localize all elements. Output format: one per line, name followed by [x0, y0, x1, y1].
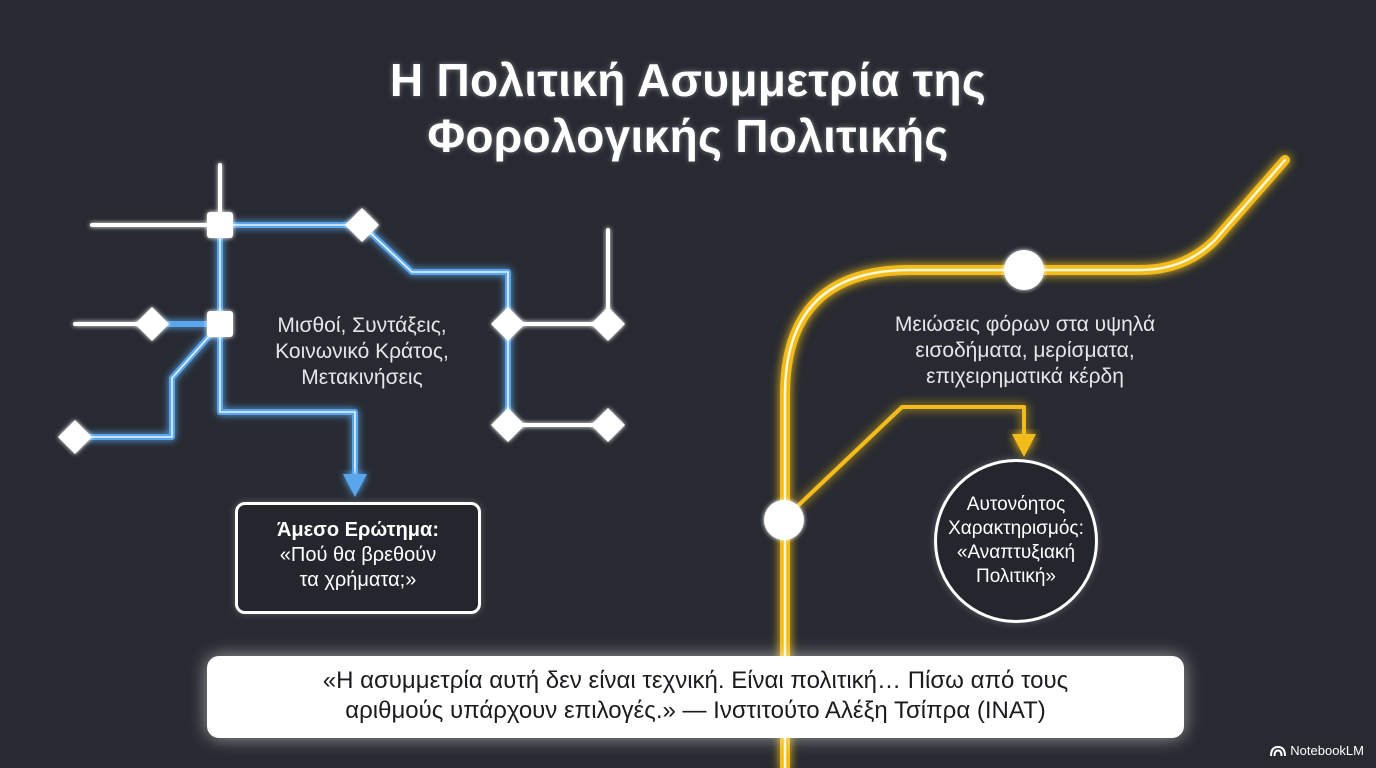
watermark: NotebookLM: [1270, 743, 1364, 758]
question-line-1: «Πού θα βρεθούν: [279, 544, 437, 566]
yellow-main-core-line: [783, 158, 1287, 768]
right-nodes: [764, 250, 1044, 540]
diamond-node-1: [345, 208, 379, 242]
blue-line-diagonal: [72, 321, 223, 440]
circle-node-top: [1004, 250, 1044, 290]
page-title: Η Πολιτική Ασυμμετρία της Φορολογικής Πο…: [188, 52, 1188, 164]
title-line-1: Η Πολιτική Ασυμμετρία της: [389, 54, 987, 106]
right-label-line: εισοδήματα, μερίσματα,: [915, 339, 1135, 362]
question-line-2: τα χρήματα;»: [299, 569, 417, 591]
left-nodes: [58, 208, 625, 454]
circle-node-left: [764, 500, 804, 540]
left-label-line: Μισθοί, Συντάξεις,: [277, 314, 447, 337]
square-node-mid: [207, 311, 233, 337]
yellow-branch-line: [783, 405, 1026, 520]
left-label: Μισθοί, Συντάξεις, Κοινωνικό Κράτος, Μετ…: [242, 313, 482, 391]
question-box: Άμεσο Ερώτημα: «Πού θα βρεθούν τα χρήματ…: [235, 502, 481, 614]
watermark-text: NotebookLM: [1290, 743, 1364, 758]
characterization-line: Πολιτική»: [975, 566, 1056, 587]
characterization-line: «Αναπτυξιακή: [956, 542, 1076, 563]
square-node-top: [207, 212, 233, 238]
left-label-line: Μετακινήσεις: [301, 366, 423, 389]
characterization-line: Χαρακτηρισμός:: [948, 518, 1084, 539]
title-line-2: Φορολογικής Πολιτικής: [427, 110, 949, 162]
right-label-line: επιχειρηματικά κέρδη: [926, 365, 1124, 388]
yellow-arrow-head: [1012, 434, 1036, 457]
yellow-main-core: [783, 158, 1287, 768]
question-heading: Άμεσο Ερώτημα:: [276, 519, 439, 541]
diamond-node-7: [58, 420, 92, 454]
quote-box: «Η ασυμμετρία αυτή δεν είναι τεχνική. Εί…: [207, 656, 1184, 738]
right-label: Μειώσεις φόρων στα υψηλά εισοδήματα, μερ…: [850, 312, 1200, 390]
left-label-line: Κοινωνικό Κράτος,: [275, 340, 449, 363]
right-yellow-branch: [783, 405, 1026, 520]
blue-core-diagonal: [75, 323, 221, 438]
characterization-circle: Αυτονόητος Χαρακτηρισμός: «Αναπτυξιακή Π…: [934, 459, 1098, 623]
quote-line-2: αριθμούς υπάρχουν επιλογές.» — Ινστιτούτ…: [345, 697, 1046, 724]
diamond-node-4: [591, 307, 625, 341]
right-label-line: Μειώσεις φόρων στα υψηλά: [894, 313, 1156, 336]
blue-arrow-head: [343, 474, 367, 497]
diamond-node-6: [591, 408, 625, 442]
diamond-node-3: [491, 307, 525, 341]
quote-line-1: «Η ασυμμετρία αυτή δεν είναι τεχνική. Εί…: [322, 667, 1069, 694]
characterization-line: Αυτονόητος: [966, 494, 1066, 515]
diamond-node-5: [491, 408, 525, 442]
notebooklm-logo-icon: [1270, 745, 1287, 756]
diamond-node-2: [135, 307, 169, 341]
